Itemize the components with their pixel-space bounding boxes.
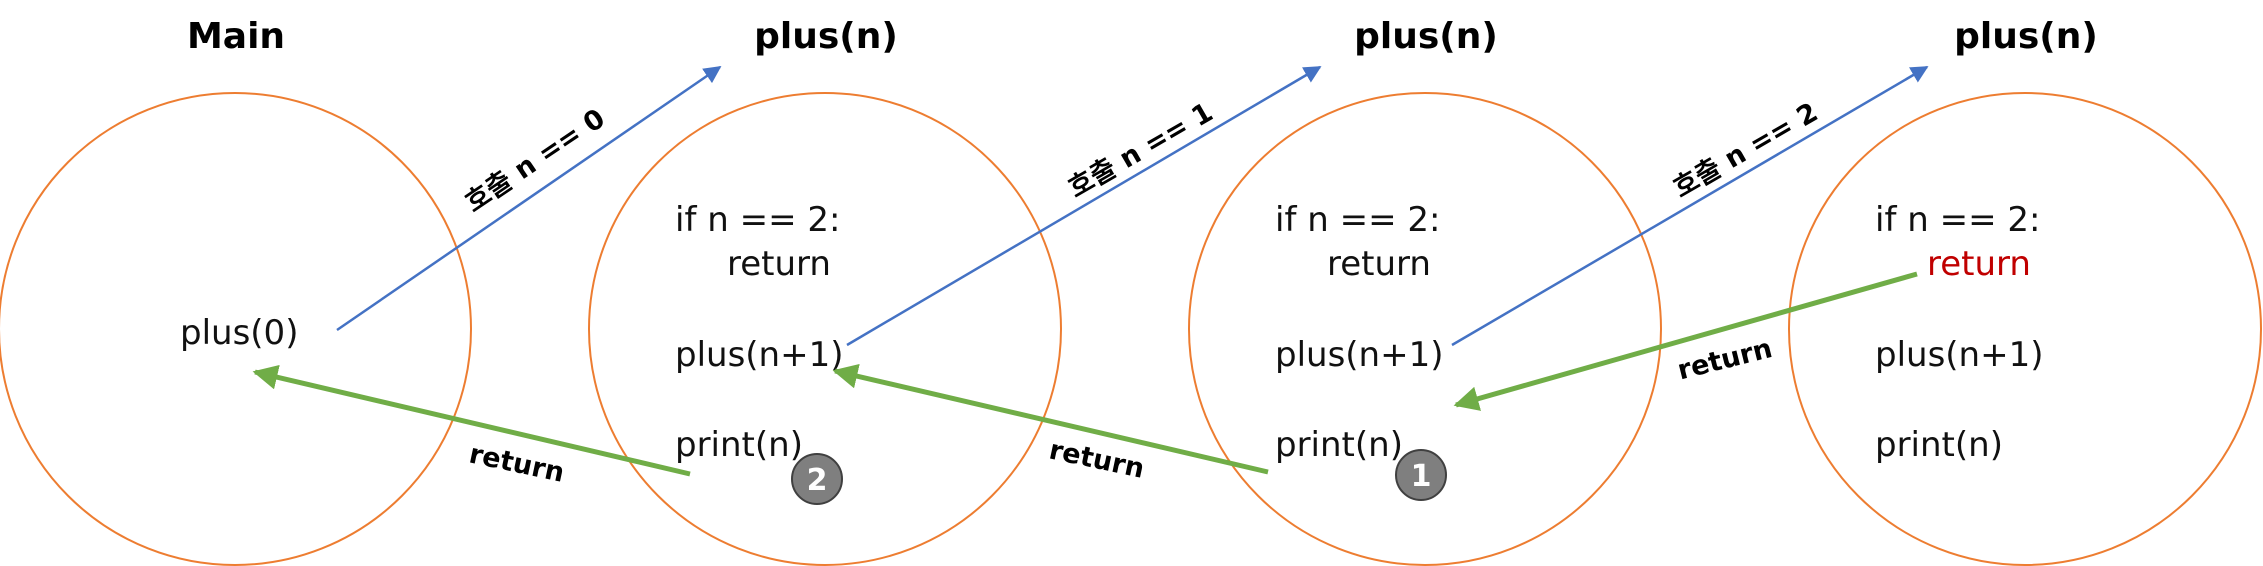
frame-title-plus-2: plus(n)	[1354, 16, 1498, 57]
return-label-0: return	[466, 439, 567, 489]
frame1-return-line: return	[727, 244, 831, 284]
call-label-2: 호출 n == 2	[1668, 97, 1823, 204]
call-label-0: 호출 n == 0	[460, 103, 611, 219]
badge-number: 1	[1411, 459, 1432, 494]
call-label-1: 호출 n == 1	[1063, 97, 1218, 204]
frame-title-main: Main	[187, 16, 285, 57]
frame3-print-line: print(n)	[1875, 425, 2003, 465]
frame2-return-line: return	[1327, 244, 1431, 284]
frame-circle-main	[0, 92, 472, 566]
main-plus-call: plus(0)	[180, 313, 298, 353]
call-arrow-2	[1451, 65, 1929, 347]
order-badge-1: 1	[1395, 449, 1447, 501]
frame-circle-plus-2	[1188, 92, 1662, 566]
frame-title-plus-3: plus(n)	[1954, 16, 2098, 57]
call-arrow-1	[846, 65, 1322, 347]
return-arrow-1	[832, 363, 1269, 475]
frame2-plus-line: plus(n+1)	[1275, 335, 1444, 375]
return-arrow-2	[1453, 271, 1918, 411]
frame3-return-line-highlighted: return	[1927, 244, 2031, 284]
frame-title-plus-1: plus(n)	[754, 16, 898, 57]
return-arrow-0	[252, 364, 691, 477]
frame2-if-line: if n == 2:	[1275, 200, 1440, 240]
badge-circle	[791, 453, 843, 505]
badge-circle	[1395, 449, 1447, 501]
frame2-print-line: print(n)	[1275, 425, 1403, 465]
badge-number: 2	[807, 463, 828, 498]
call-arrow-0	[336, 65, 722, 332]
frame-circle-plus-3	[1788, 92, 2262, 566]
frame1-plus-line: plus(n+1)	[675, 335, 844, 375]
frame3-plus-line: plus(n+1)	[1875, 335, 2044, 375]
frame3-if-line: if n == 2:	[1875, 200, 2040, 240]
frame1-print-line: print(n)	[675, 425, 803, 465]
frame-circle-plus-1	[588, 92, 1062, 566]
order-badge-2: 2	[791, 453, 843, 505]
frame1-if-line: if n == 2:	[675, 200, 840, 240]
